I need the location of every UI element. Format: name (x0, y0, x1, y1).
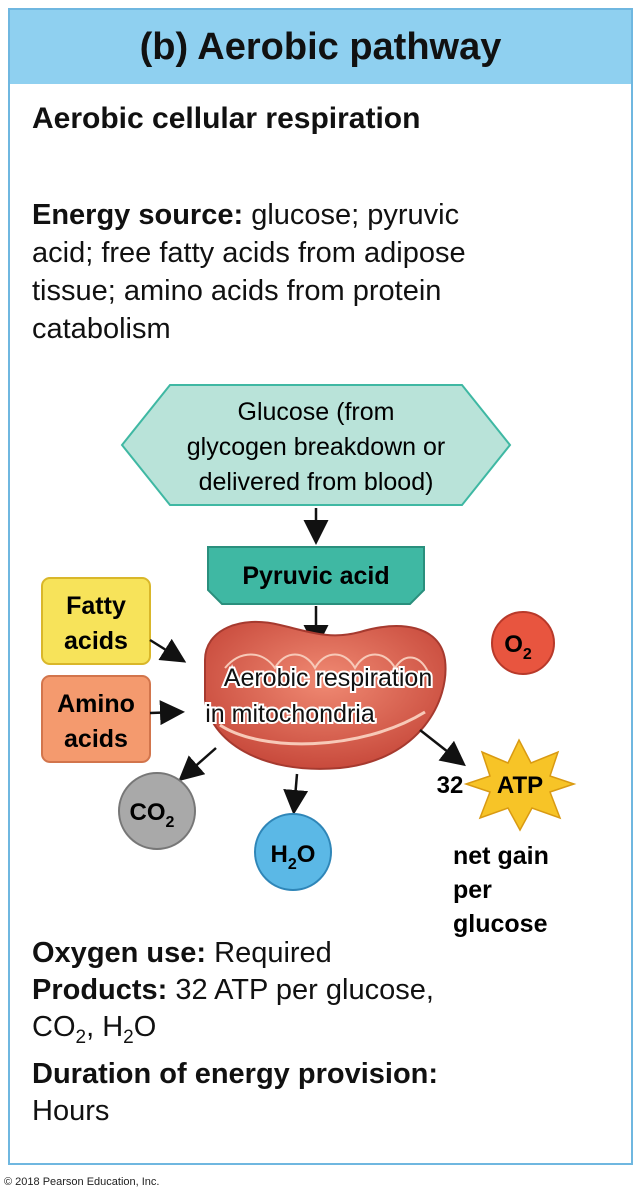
fatty-acids-box (41, 577, 151, 665)
mitochondria-cristae (224, 653, 429, 673)
h2o-label: H2O (271, 841, 316, 873)
atp-label: ATP (497, 772, 543, 799)
amino-acids-label-line1: Amino (57, 690, 135, 718)
pyruvic-acid-label: Pyruvic acid (242, 562, 389, 590)
subtitle: Aerobic cellular respiration (32, 102, 421, 135)
products-row: Products: 32 ATP per glucose, (32, 972, 622, 1009)
duration-row: Duration of energy provision: (32, 1056, 622, 1093)
products-row-2: CO2, H2O (32, 1011, 157, 1048)
panel-title: (b) Aerobic pathway (139, 25, 502, 68)
mitochondria-label-line1: Aerobic respiration (224, 664, 432, 692)
fatty-acids-label-line1: Fatty (66, 592, 126, 620)
glucose-label-line1: Glucose (from (238, 398, 395, 426)
mitochondria-label-line2: in mitochondria (205, 700, 375, 728)
net-gain-line1: net gain (453, 842, 549, 870)
net-gain-line3: glucose (453, 910, 548, 938)
pyruvic-acid-box (207, 546, 425, 605)
arrow-fatty-acids-to-mitochondria (149, 638, 187, 663)
duration-value: Hours (32, 1094, 110, 1127)
glucose-hexagon (120, 384, 512, 506)
oxygen-use-row: Oxygen use: Required (32, 935, 622, 972)
energy-source-label: Energy source: (32, 199, 244, 231)
duration-label: Duration of energy provision: (32, 1057, 439, 1090)
copyright: © 2018 Pearson Education, Inc. (4, 1176, 160, 1188)
fatty-acids-label-line2: acids (64, 627, 128, 655)
amino-acids-box (41, 675, 151, 763)
products-label: Products: (32, 974, 168, 1006)
summary-text: Oxygen use: Required Products: 32 ATP pe… (32, 935, 622, 1130)
mitochondria-shape (204, 620, 447, 770)
energy-source-line4: catabolism (32, 313, 171, 345)
oxygen-circle (491, 611, 555, 675)
h2o-circle (254, 813, 332, 891)
arrow-amino-acids-to-mitochondria (149, 700, 185, 726)
energy-source-text: Energy source: glucose; pyruvic acid; fr… (32, 196, 612, 348)
co2-circle (118, 772, 196, 850)
glucose-label-line2: glycogen breakdown or (187, 433, 446, 461)
energy-source-line3: tissue; amino acids from protein (32, 275, 442, 307)
arrow-mitochondria-to-co2 (178, 747, 217, 782)
mitochondria-inner-band (219, 710, 426, 746)
oxygen-use-label: Oxygen use: (32, 937, 207, 969)
energy-source-line2: acid; free fatty acids from adipose (32, 237, 466, 269)
arrow-mitochondria-to-atp (419, 729, 466, 767)
oxygen-label: O2 (504, 631, 532, 663)
atp-count: 32 (437, 772, 464, 799)
panel-header: (b) Aerobic pathway (10, 10, 631, 84)
amino-acids-label-line2: acids (64, 725, 128, 753)
energy-source-line1: glucose; pyruvic (243, 199, 460, 231)
net-gain-line2: per (453, 876, 492, 904)
oxygen-use-value: Required (206, 937, 332, 969)
co2-label: CO2 (130, 799, 175, 831)
glucose-label-line3: delivered from blood) (199, 468, 434, 496)
arrow-mitochondria-to-h2o (283, 773, 309, 815)
products-value: 32 ATP per glucose, (167, 974, 434, 1006)
atp-starburst (463, 738, 577, 832)
